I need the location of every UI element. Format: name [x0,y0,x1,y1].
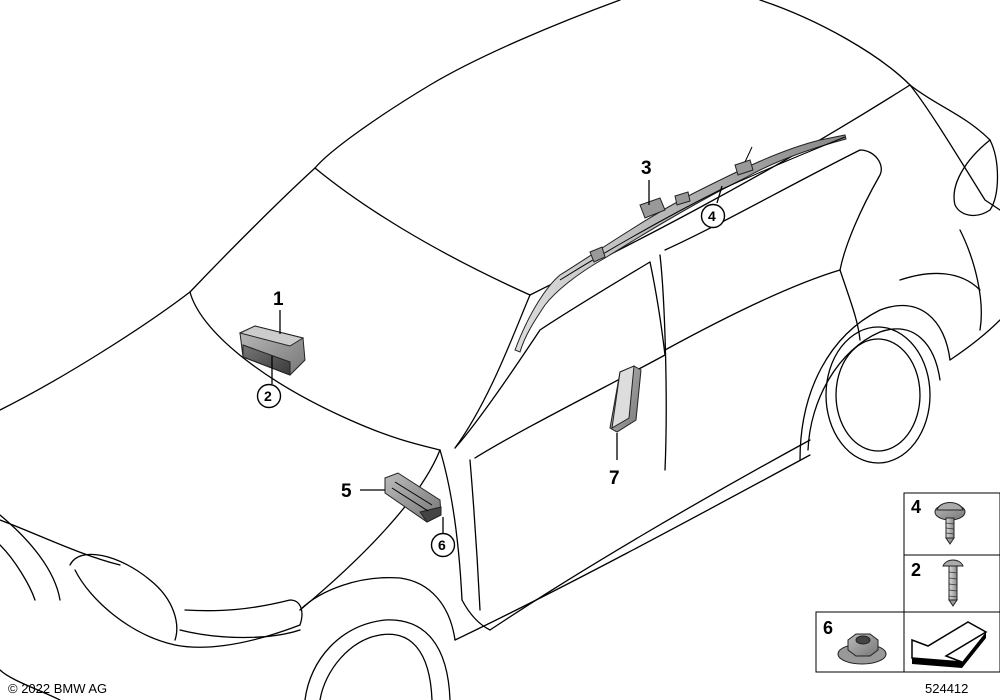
callout-7: 7 [609,468,620,489]
callout-5: 5 [341,481,352,502]
side-airbag-part [609,365,642,433]
passenger-airbag-part [238,325,306,376]
diagram-id: 524412 [925,681,968,696]
callout-2: 2 [264,388,272,404]
washer-head-screw-icon [934,502,966,545]
direction-arrow-icon [911,621,988,668]
callout-4-circle [700,203,726,229]
callout-6-circle [430,532,456,558]
table-label-6: 6 [823,618,833,638]
callout-2-circle [256,383,282,409]
nut-icon [837,633,887,665]
copyright-text: © 2022 BMW AG [8,681,107,696]
callout-3: 3 [641,158,652,179]
callouts: 1 2 3 4 5 6 7 [256,158,726,558]
screw-icon [942,559,964,607]
callout-6: 6 [438,537,446,553]
callout-1: 1 [273,289,284,310]
parts-table: 4 2 6 [815,492,1000,673]
knee-airbag-part [384,472,442,523]
callout-4: 4 [708,208,716,224]
curtain-airbag-part [514,134,847,353]
table-label-4: 4 [911,497,921,517]
table-label-2: 2 [911,560,921,580]
